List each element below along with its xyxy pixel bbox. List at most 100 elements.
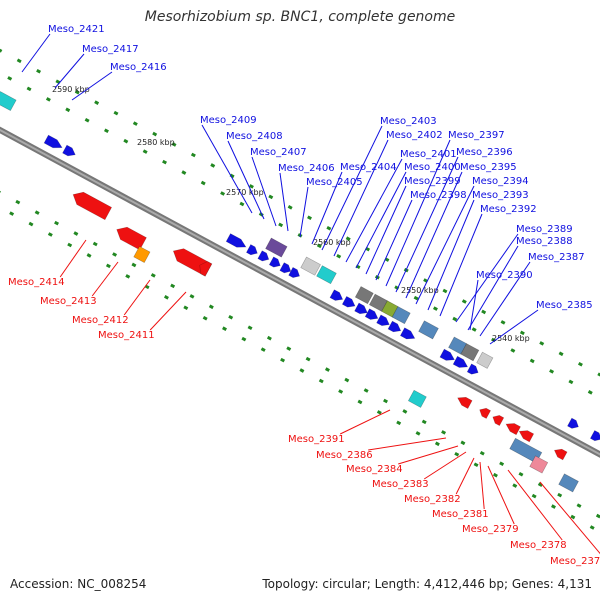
tick-mark: [200, 180, 206, 186]
tick-mark: [92, 241, 98, 247]
tick-mark: [210, 163, 216, 168]
forward-gene-label: Meso_2395: [460, 162, 517, 173]
tick-mark: [338, 389, 344, 394]
forward-feature-box: [265, 237, 288, 258]
forward-gene-arrow: [257, 250, 270, 262]
callout-line: [423, 451, 467, 480]
tick-mark: [16, 58, 22, 64]
tick-mark: [415, 431, 421, 436]
forward-gene-arrow: [466, 363, 479, 375]
tick-mark: [247, 325, 253, 330]
callout-line: [311, 171, 343, 245]
tick-mark: [357, 399, 363, 405]
callout-line: [91, 261, 119, 297]
forward-gene-label: Meso_2417: [82, 44, 139, 55]
reverse-gene-label: Meso_2411: [98, 330, 155, 341]
forward-gene-arrow: [387, 320, 402, 333]
tick-mark: [442, 288, 448, 294]
tick-mark: [432, 306, 438, 311]
forward-feature-box: [476, 351, 494, 369]
forward-gene-arrow: [225, 233, 247, 248]
forward-gene-arrow: [376, 314, 390, 326]
tick-mark: [34, 210, 40, 215]
tick-mark: [461, 299, 467, 304]
forward-feature-box: [354, 286, 374, 305]
forward-gene-arrow: [341, 295, 356, 308]
callout-line: [59, 239, 87, 278]
tick-mark: [324, 367, 330, 372]
tick-mark: [537, 482, 543, 487]
forward-gene-arrow: [268, 256, 281, 268]
reverse-feature-box: [133, 245, 151, 263]
callout-line: [385, 139, 451, 287]
forward-feature-box: [300, 256, 321, 276]
callout-line: [487, 465, 515, 525]
tick-mark: [307, 215, 312, 221]
tick-mark: [326, 225, 332, 231]
callout-line: [227, 140, 265, 220]
tick-mark: [202, 315, 208, 321]
forward-gene-label: Meso_2405: [306, 177, 363, 188]
tick-mark: [47, 232, 53, 237]
tick-mark: [587, 390, 593, 395]
tick-mark: [163, 295, 169, 300]
tick-mark: [305, 356, 311, 362]
tick-mark: [65, 107, 71, 113]
forward-gene-label: Meso_2390: [476, 270, 533, 281]
tick-mark: [0, 48, 3, 53]
forward-gene-label: Meso_2387: [528, 252, 585, 263]
tick-mark: [492, 472, 498, 478]
tick-mark: [551, 504, 556, 509]
forward-gene-arrow: [43, 134, 63, 149]
callout-line: [339, 409, 391, 435]
callout-line: [489, 309, 539, 345]
forward-gene-arrow: [364, 308, 379, 320]
tick-mark: [576, 503, 582, 508]
tick-mark: [150, 273, 156, 278]
callout-line: [321, 125, 383, 251]
callout-line: [395, 156, 459, 293]
tick-mark: [287, 205, 293, 210]
callout-line: [539, 481, 600, 555]
tick-mark: [260, 347, 266, 352]
tick-mark: [67, 242, 73, 248]
reverse-gene-arrow: [72, 191, 113, 221]
forward-gene-label: Meso_2403: [380, 116, 437, 127]
forward-gene-arrow: [62, 144, 76, 157]
tick-mark: [434, 441, 440, 447]
forward-gene-arrow: [589, 430, 600, 442]
callout-line: [439, 213, 483, 317]
tick-mark: [402, 409, 408, 414]
forward-gene-arrow: [439, 348, 455, 361]
callout-line: [365, 185, 407, 275]
callout-line: [54, 53, 85, 89]
tick-mark: [73, 231, 79, 236]
forward-gene-label: Meso_2389: [516, 224, 573, 235]
forward-gene-label: Meso_2421: [48, 24, 105, 35]
tick-mark: [181, 170, 187, 175]
tick-mark: [183, 305, 189, 311]
forward-gene-label: Meso_2409: [200, 115, 257, 126]
tick-mark: [131, 262, 137, 268]
tick-mark: [7, 76, 13, 81]
callout-line: [455, 233, 519, 323]
reverse-gene-label: Meso_2383: [372, 479, 429, 490]
tick-mark: [208, 304, 214, 310]
reverse-labels: Meso_2414Meso_2413Meso_2412Meso_2411Meso…: [8, 239, 600, 567]
tick-mark: [421, 419, 427, 425]
tick-mark: [54, 220, 60, 226]
reverse-gene-arrow: [479, 407, 491, 419]
callout-line: [299, 186, 309, 238]
forward-gene-label: Meso_2407: [250, 147, 307, 158]
tick-mark: [132, 121, 138, 126]
tick-mark: [481, 309, 487, 315]
tick-label: 2560 kbp: [313, 238, 351, 247]
tick-mark: [518, 471, 524, 477]
tick-mark: [142, 149, 148, 154]
callout-line: [427, 199, 475, 311]
tick-label: 2580 kbp: [137, 138, 175, 147]
tick-mark: [36, 69, 42, 74]
tick-mark: [531, 493, 537, 499]
forward-gene-arrow: [288, 266, 300, 278]
forward-feature-box: [460, 343, 480, 362]
